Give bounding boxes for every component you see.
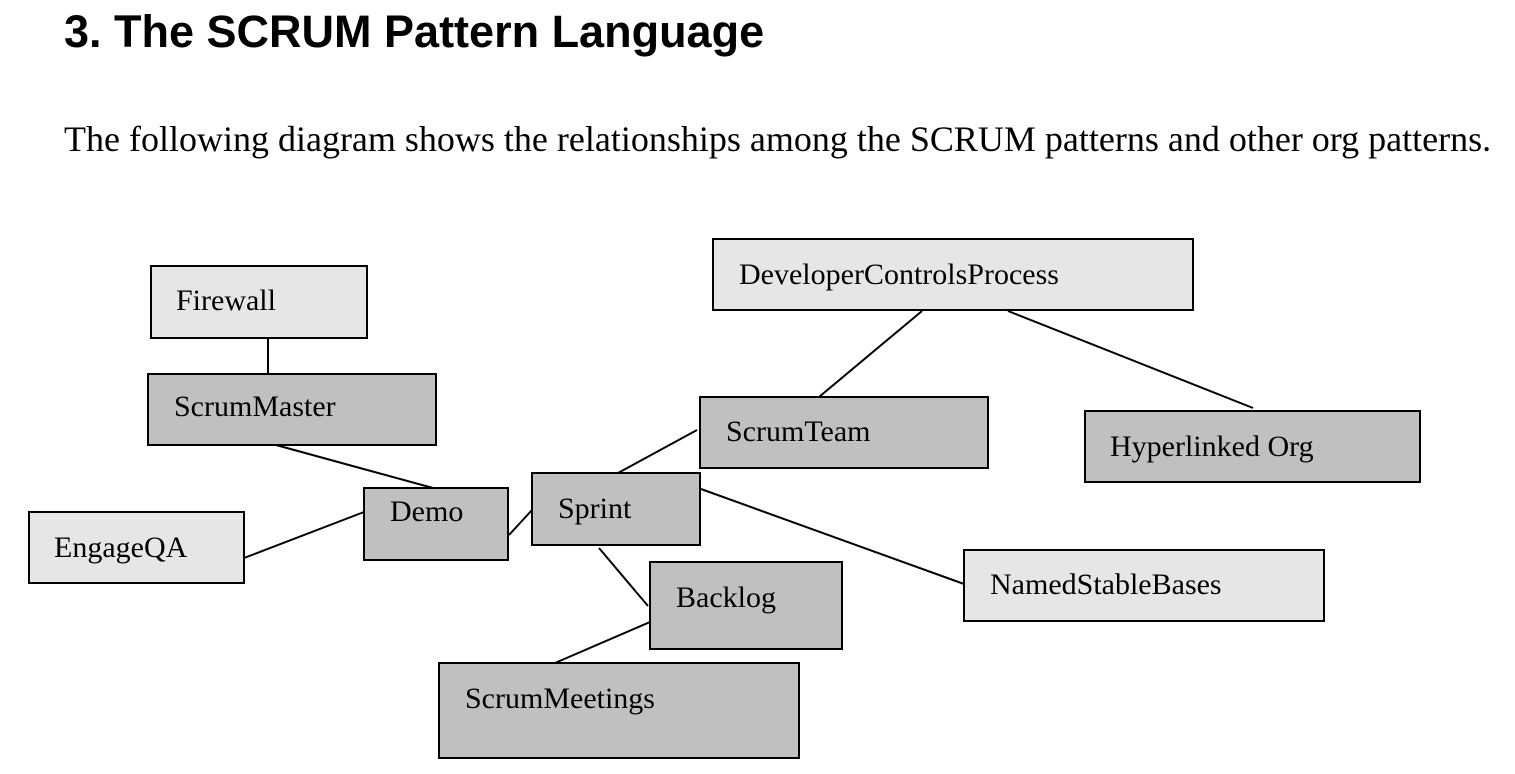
node-sprint: Sprint xyxy=(531,472,701,546)
node-backlog: Backlog xyxy=(649,561,843,650)
node-engage-qa: EngageQA xyxy=(28,511,245,584)
node-label: EngageQA xyxy=(54,531,188,564)
node-label: ScrumMaster xyxy=(174,390,336,423)
node-box xyxy=(963,549,1325,622)
node-firewall: Firewall xyxy=(150,265,368,339)
node-box xyxy=(150,265,368,339)
node-label: Demo xyxy=(390,495,463,528)
node-box xyxy=(649,561,843,650)
edge-developercontrolsprocess-hyperlinkedorg xyxy=(1007,310,1254,409)
node-box xyxy=(363,487,509,561)
node-box xyxy=(438,662,800,759)
node-hyperlinked-org: Hyperlinked Org xyxy=(1084,410,1421,483)
edge-sprint-namedstablebases xyxy=(700,488,965,585)
node-label: NamedStableBases xyxy=(990,568,1222,601)
node-box xyxy=(531,472,701,546)
node-label: ScrumTeam xyxy=(726,415,871,448)
page-title: 3. The SCRUM Pattern Language xyxy=(64,6,765,57)
node-named-stable-bases: NamedStableBases xyxy=(963,549,1325,622)
node-scrum-meetings: ScrumMeetings xyxy=(438,662,800,759)
edge-sprint-scrumteam xyxy=(617,429,698,474)
node-box xyxy=(712,238,1194,311)
intro-paragraph: The following diagram shows the relation… xyxy=(64,119,1492,159)
edge-sprint-backlog xyxy=(598,547,649,607)
node-scrum-team: ScrumTeam xyxy=(699,396,989,469)
node-developer-controls-process: DeveloperControlsProcess xyxy=(712,238,1194,311)
node-label: ScrumMeetings xyxy=(465,682,655,715)
node-box xyxy=(28,511,245,584)
node-label: Firewall xyxy=(176,284,276,317)
node-label: Sprint xyxy=(558,492,632,525)
node-label: Hyperlinked Org xyxy=(1110,430,1314,463)
node-box xyxy=(699,396,989,469)
edge-engageqa-demo xyxy=(243,511,365,559)
node-label: Backlog xyxy=(676,581,776,614)
node-scrum-master: ScrumMaster xyxy=(147,373,437,446)
node-box xyxy=(147,373,437,446)
node-demo: Demo xyxy=(363,487,509,561)
node-label: DeveloperControlsProcess xyxy=(739,258,1059,291)
edge-backlog-scrummeetings xyxy=(554,621,651,664)
edge-demo-sprint xyxy=(508,509,533,536)
node-box xyxy=(1084,410,1421,483)
edge-scrumteam-developercontrolsprocess xyxy=(818,310,923,398)
edge-scrummaster-demo xyxy=(275,444,434,489)
